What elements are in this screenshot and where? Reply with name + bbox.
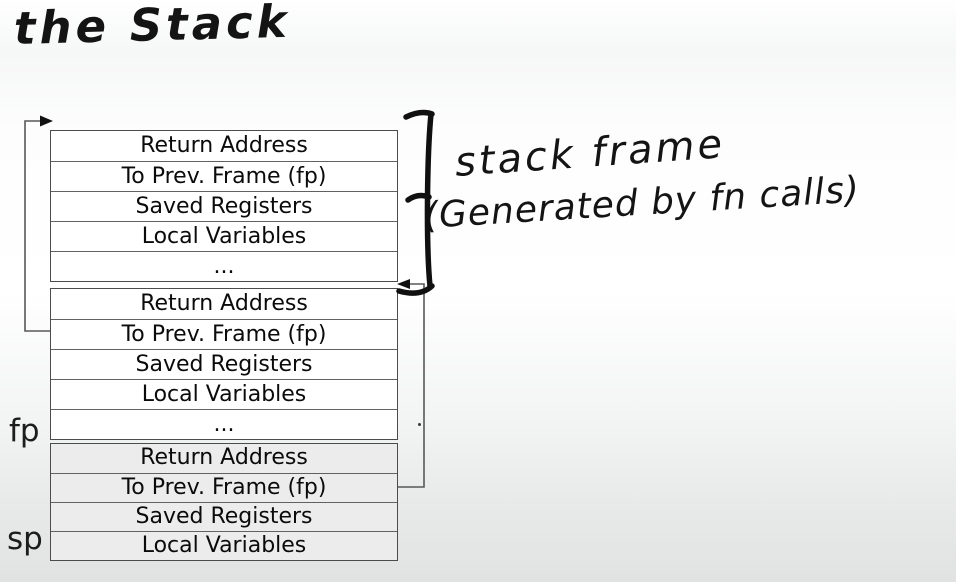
stack-row-return-address: Return Address: [140, 445, 308, 470]
stack-row-local-variables: Local Variables: [51, 379, 397, 409]
arrow-bottom-fp-to-middle-frame: [397, 279, 425, 488]
stack-row-local-variables: Local Variables: [51, 531, 397, 560]
stack-row-saved-registers: Saved Registers: [51, 191, 397, 221]
stack-row-local-variables: Local Variables: [51, 221, 397, 251]
arrow-middle-fp-to-top-frame: [24, 115, 53, 332]
fp-register-label: fp: [9, 413, 40, 449]
annotation-stack-frame: stack frame: [453, 121, 727, 186]
stack-row-prev-frame: To Prev. Frame (fp): [51, 319, 397, 349]
stack-row-ellipsis: ...: [51, 251, 397, 281]
arrowhead-left-icon: [397, 279, 410, 289]
stack-frame-bottom: Return Address To Prev. Frame (fp) Saved…: [50, 443, 398, 561]
sp-register-label: sp: [7, 521, 43, 557]
stray-ink-dot: [418, 423, 421, 426]
stack-row-prev-frame: To Prev. Frame (fp): [51, 473, 397, 502]
stack-row-prev-frame: To Prev. Frame (fp): [51, 161, 397, 191]
stack-row-ellipsis: ...: [51, 409, 397, 439]
page-title: the Stack: [13, 0, 292, 55]
stack-row-return-address: Return Address: [140, 133, 308, 158]
stack-row-return-address: Return Address: [140, 291, 308, 316]
stack-frame-middle: Return Address To Prev. Frame (fp) Saved…: [50, 288, 398, 440]
stack-row-saved-registers: Saved Registers: [51, 502, 397, 531]
arrowhead-right-icon: [40, 115, 53, 127]
stack-frame-top: Return Address To Prev. Frame (fp) Saved…: [50, 130, 398, 282]
stack-row-saved-registers: Saved Registers: [51, 349, 397, 379]
